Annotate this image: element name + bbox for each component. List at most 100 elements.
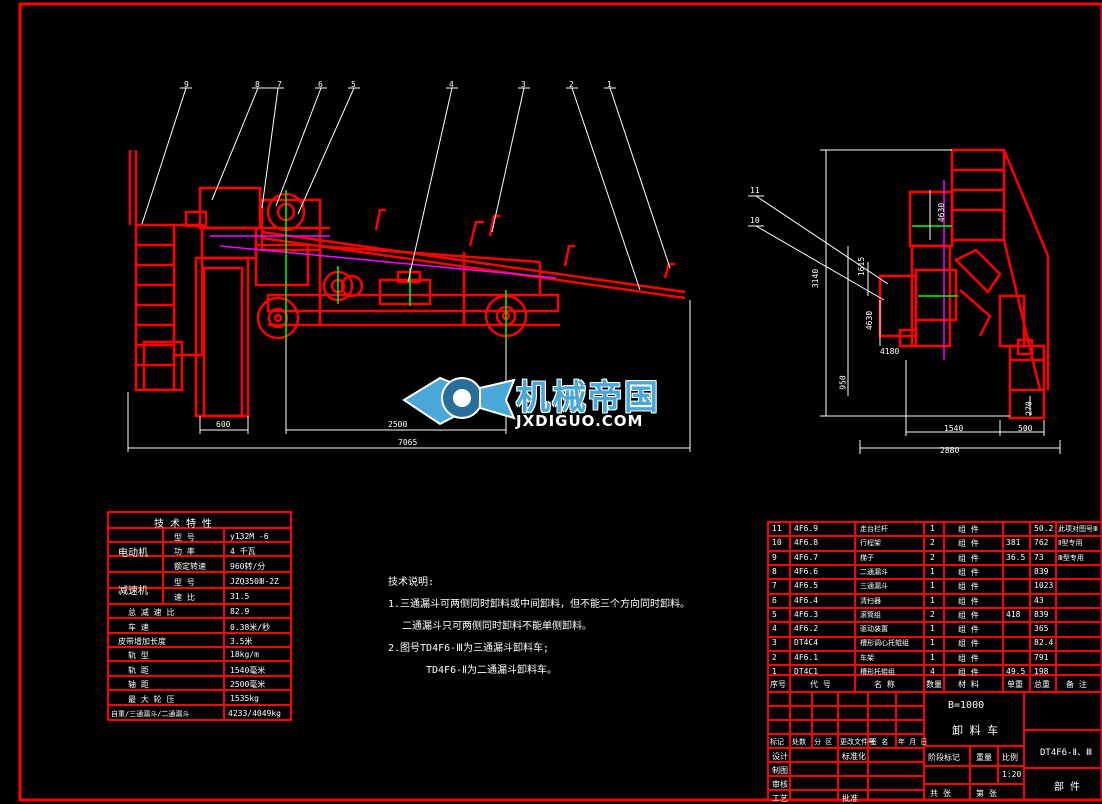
parts-row-no: 7 [772,581,777,591]
dim-270: 270 [1024,401,1034,416]
dim-3140: 3140 [811,268,821,289]
parts-row-name: 驱动装置 [860,625,888,634]
parts-row-no: 4 [772,624,777,634]
parts-header-name: 名 称 [874,680,895,689]
parts-header-w1: 单重 [1007,680,1023,689]
title-scale-value: 1:20 [1002,770,1022,779]
parts-row-name: 车架 [860,653,874,662]
callout-6: 6 [318,80,323,89]
parts-row-w1: 418 [1006,609,1021,619]
tech-v0: 82.9 [230,607,250,616]
dim-500: 500 [1018,424,1033,433]
role-label: 设计 [772,752,788,761]
parts-header-mat: 材 料 [958,680,979,689]
tech-k3: 轨 型 [128,651,149,660]
tech-k5: 轴 距 [128,680,149,689]
parts-row-w2: 50.2 [1034,524,1054,533]
tech-k7: 自重/三通漏斗/二通漏斗 [111,710,190,718]
dim-4630-upper: 4630 [937,202,947,223]
title-sheet-label: 第 张 [976,789,997,798]
parts-row-qty: 1 [930,581,935,591]
parts-row-code: DT4C4 [794,638,819,648]
tech-notes: 技术说明: 1.三通漏斗可两侧同时卸料或中间卸料，但不能三个方向同时卸料。 二通… [388,572,690,682]
parts-row-no: 5 [772,609,777,619]
dim-600: 600 [216,420,231,429]
parts-row-w2: 82.4 [1034,638,1054,648]
parts-row-qty: 1 [930,566,935,576]
parts-row-name: 滚筒组 [860,610,881,619]
role-label: 制图 [772,766,788,775]
parts-row-note: Ⅲ型专用 [1058,553,1084,562]
callout-8: 8 [255,80,260,89]
parts-row-no: 10 [772,538,782,548]
sheet-border [18,2,1102,802]
revision-label: 签 名 [870,738,889,746]
dim-2500: 2500 [388,420,408,429]
callout-11: 11 [750,186,760,195]
parts-row-w2: 791 [1034,652,1049,662]
dim-4180: 4180 [880,347,900,356]
watermark-cn-text: 机械帝国 [516,378,660,418]
notes-line-4: TD4F6-Ⅱ为二通漏斗卸料车。 [426,665,558,676]
title-unit: 部 件 [1054,782,1081,793]
parts-row-mat: 组 件 [958,668,979,677]
callout-1: 1 [607,80,612,89]
parts-row-w2: 1023 [1034,581,1054,591]
tech-reducer-v1: 31.5 [230,592,250,601]
tech-motor-k1: 功 率 [174,547,195,556]
dim-1540: 1540 [944,424,964,433]
tech-reducer-k1: 速 比 [174,593,195,602]
watermark-emblem [402,376,516,426]
parts-row-mat: 组 件 [958,525,979,534]
callout-9: 9 [184,80,189,89]
dim-1615: 1615 [857,256,867,277]
dim-950: 950 [838,375,848,390]
title-spec: B=1000 [948,700,985,711]
parts-row-w1: 36.5 [1006,552,1026,562]
revision-label: 更改文件号 [840,738,875,746]
revision-label: 标记 [770,738,784,746]
end-view-accents [912,180,958,360]
tech-table-title: 技 术 特 性 [154,519,213,530]
title-drawing-no: DT4F6-Ⅱ、Ⅲ [1040,748,1093,758]
title-approve-label: 批准 [842,794,858,803]
tech-v7: 4233/4049kg [228,709,281,718]
revision-label: 年 月 日 [898,738,928,746]
parts-row-w2: 762 [1034,538,1049,548]
tech-motor-v1: 4 千瓦 [230,547,256,556]
title-name: 卸 料 车 [952,724,999,737]
tech-v1: 0.38米/秒 [230,623,271,632]
end-view [878,148,1050,420]
tech-v2: 3.5米 [230,637,253,646]
parts-row-name: 槽形托辊组 [860,668,895,676]
notes-line-2: 二通漏斗只可两侧同时卸料不能单侧卸料。 [402,621,592,632]
parts-row-qty: 1 [930,652,935,662]
parts-row-note: 此项对图号Ⅲ [1058,525,1098,533]
callout-4: 4 [449,80,454,89]
tech-motor-k2: 额定转速 [174,562,206,571]
parts-row-code: 4F6.2 [794,624,819,634]
tech-k1: 车 速 [128,623,149,632]
end-view-dims [748,149,1061,454]
callout-7: 7 [277,80,282,89]
parts-row-mat: 组 件 [958,539,979,549]
parts-row-no: 6 [772,595,777,605]
title-std-label: 标准化 [842,752,866,761]
parts-row-w2: 73 [1034,552,1044,562]
parts-row-w2: 839 [1034,609,1049,619]
parts-row-w2: 365 [1034,624,1049,634]
tech-reducer-k0: 型 号 [174,578,195,587]
parts-row-no: 3 [772,638,777,648]
parts-row-code: 4F6.6 [794,566,819,576]
tech-table-grid [107,511,292,721]
callout-2: 2 [569,80,574,89]
parts-row-w1: 49.5 [1006,667,1026,676]
tech-reducer-v0: JZQ350Ⅲ-2Z [230,577,279,586]
parts-row-mat: 组 件 [958,625,979,635]
parts-row-qty: 2 [930,552,935,562]
parts-row-code: 4F6.4 [794,595,819,605]
parts-row-name: 二通漏斗 [860,567,888,576]
parts-row-w2: 43 [1034,595,1044,605]
